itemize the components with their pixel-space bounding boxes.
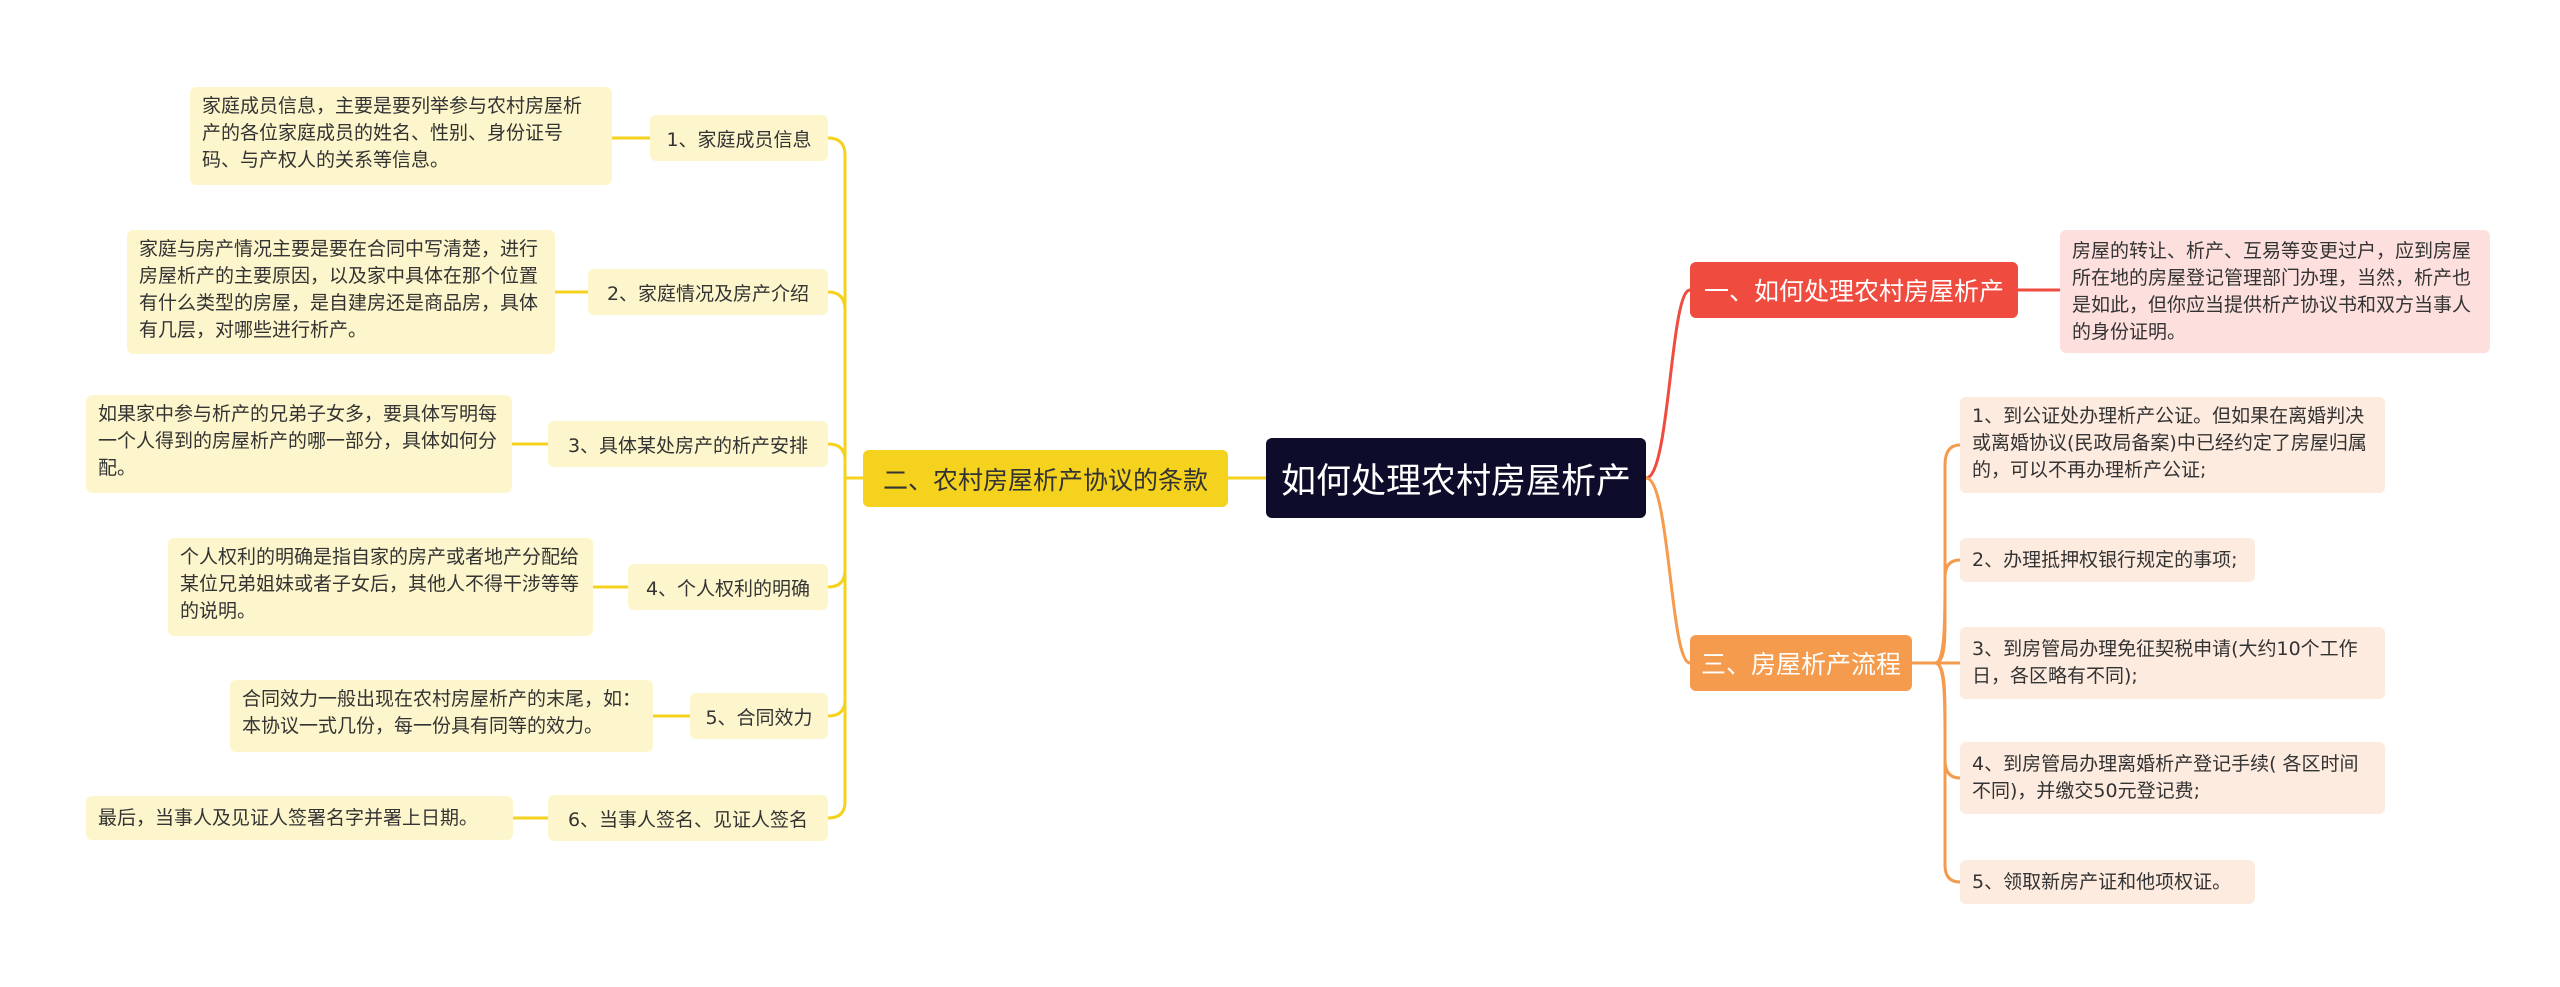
clause-4-detail[interactable]: 个人权利的明确是指自家的房产或者地产分配给某位兄弟姐妹或者子女后，其他人不得干涉… — [168, 538, 593, 636]
clause-2-detail[interactable]: 家庭与房产情况主要是要在合同中写清楚，进行房屋析产的主要原因，以及家中具体在那个… — [127, 230, 555, 354]
branch-partition-process[interactable]: 三、房屋析产流程 — [1690, 635, 1912, 691]
clause-5-label[interactable]: 5、合同效力 — [690, 693, 828, 739]
clause-3-label[interactable]: 3、具体某处房产的析产安排 — [548, 421, 828, 467]
process-step-3[interactable]: 3、到房管局办理免征契税申请(大约10个工作日，各区略有不同); — [1960, 627, 2385, 699]
process-step-5[interactable]: 5、领取新房产证和他项权证。 — [1960, 860, 2255, 904]
clause-5-detail[interactable]: 合同效力一般出现在农村房屋析产的末尾，如：本协议一式几份，每一份具有同等的效力。 — [230, 680, 653, 752]
clause-2-label[interactable]: 2、家庭情况及房产介绍 — [588, 269, 828, 315]
clause-1-detail[interactable]: 家庭成员信息，主要是要列举参与农村房屋析产的各位家庭成员的姓名、性别、身份证号码… — [190, 87, 612, 185]
process-step-1[interactable]: 1、到公证处办理析产公证。但如果在离婚判决或离婚协议(民政局备案)中已经约定了房… — [1960, 397, 2385, 493]
process-step-4[interactable]: 4、到房管局办理离婚析产登记手续( 各区时间不同)，并缴交50元登记费; — [1960, 742, 2385, 814]
branch-how-to-handle[interactable]: 一、如何处理农村房屋析产 — [1690, 262, 2018, 318]
branch-how-to-handle-detail[interactable]: 房屋的转让、析产、互易等变更过户，应到房屋所在地的房屋登记管理部门办理，当然，析… — [2060, 230, 2490, 353]
clause-1-label[interactable]: 1、家庭成员信息 — [650, 115, 828, 161]
clause-3-detail[interactable]: 如果家中参与析产的兄弟子女多，要具体写明每一个人得到的房屋析产的哪一部分，具体如… — [86, 395, 512, 493]
process-step-2[interactable]: 2、办理抵押权银行规定的事项; — [1960, 538, 2255, 582]
clause-6-label[interactable]: 6、当事人签名、见证人签名 — [548, 795, 828, 841]
clause-6-detail[interactable]: 最后，当事人及见证人签署名字并署上日期。 — [86, 796, 513, 840]
clause-4-label[interactable]: 4、个人权利的明确 — [628, 564, 828, 610]
branch-agreement-clauses[interactable]: 二、农村房屋析产协议的条款 — [863, 450, 1228, 507]
root-topic[interactable]: 如何处理农村房屋析产 — [1266, 438, 1646, 518]
